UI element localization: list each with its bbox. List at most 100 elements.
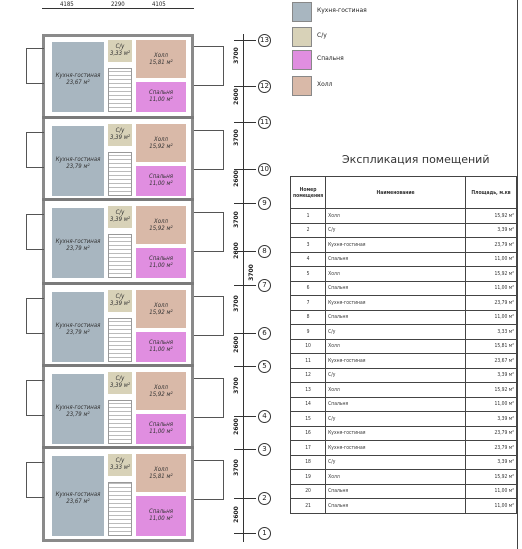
cell-num: 9: [289, 324, 327, 340]
room-area: 15,81 м²: [149, 59, 173, 66]
side-dimension: 2600: [232, 506, 240, 523]
room-area: 23,79 м²: [66, 411, 90, 418]
room-area: 15,92 м²: [149, 309, 173, 316]
axis-marker: 4: [258, 410, 271, 423]
bedroom: Спальня 11,00 м²: [136, 166, 186, 196]
table-row: 7 Кухня-гостиная 23,79 м²: [289, 295, 517, 311]
table-row: 20 Спальня 11,00 м²: [289, 483, 517, 499]
axis-marker: 10: [258, 163, 271, 176]
kitchen-living-room: Кухня-гостиная 23,79 м²: [52, 374, 104, 444]
cell-num: 15: [289, 411, 327, 427]
axis-line: [234, 498, 256, 499]
cell-name: Кухня-гостиная: [325, 295, 467, 311]
explication-title: Экспликация помещений: [342, 153, 490, 166]
balcony: [194, 212, 224, 252]
room-area: 3,39 м²: [110, 382, 130, 389]
cell-name: С/у: [325, 222, 467, 238]
cell-num: 17: [289, 440, 327, 456]
axis-marker: 7: [258, 279, 271, 292]
bedroom: Спальня 11,00 м²: [136, 248, 186, 278]
cell-name: С/у: [325, 411, 467, 427]
axis-line: [234, 40, 256, 41]
cell-num: 11: [289, 353, 327, 369]
side-dimension: 3700: [247, 264, 255, 281]
axis-marker: 13: [258, 34, 271, 47]
staircase: [108, 68, 132, 112]
balcony: [194, 296, 224, 336]
axis-line: [234, 122, 256, 123]
cell-area: 15,92 м²: [465, 382, 517, 398]
axis-line: [234, 86, 256, 87]
top-dimension-line: [42, 8, 194, 9]
bathroom: С/у 3,39 м²: [108, 372, 132, 394]
explication-border-line: [517, 0, 518, 549]
room-area: 15,92 м²: [149, 225, 173, 232]
cell-area: 23,79 м²: [465, 425, 517, 441]
room-name: Спальня: [148, 508, 174, 515]
room-name: Холл: [154, 136, 168, 143]
room-name: Холл: [154, 52, 168, 59]
cell-name: Спальня: [325, 498, 467, 514]
room-area: 11,00 м²: [149, 428, 173, 435]
room-name: С/у: [115, 375, 125, 382]
balcony: [194, 46, 224, 86]
axis-marker: 9: [258, 197, 271, 210]
cell-area: 15,92 м²: [465, 469, 517, 485]
cell-name: Спальня: [325, 396, 467, 412]
axis-line: [234, 449, 256, 450]
party-wall: [42, 198, 194, 201]
room-area: 15,81 м²: [149, 473, 173, 480]
hall: Холл 15,81 м²: [136, 40, 186, 78]
axis-line: [234, 533, 256, 534]
cell-num: 10: [289, 338, 327, 354]
cell-name: Кухня-гостиная: [325, 425, 467, 441]
cell-num: 12: [289, 367, 327, 383]
table-row: 17 Кухня-гостиная 23,79 м²: [289, 440, 517, 456]
col-dim-1: 4185: [60, 1, 74, 8]
side-dimension: 3700: [232, 377, 240, 394]
room-area: 23,79 м²: [66, 245, 90, 252]
cell-area: 3,39 м²: [465, 454, 517, 470]
legend-label: Кухня-гостиная: [317, 7, 367, 14]
cell-num: 4: [289, 251, 327, 267]
col-dim-2: 2290: [111, 1, 125, 8]
hall: Холл 15,81 м²: [136, 454, 186, 492]
cell-area: 23,79 м²: [465, 237, 517, 253]
balcony: [26, 462, 44, 498]
col-dim-3: 4105: [152, 1, 166, 8]
axis-line: [234, 251, 256, 252]
cell-name: С/у: [325, 454, 467, 470]
cell-area: 11,00 м²: [465, 280, 517, 296]
room-area: 3,39 м²: [110, 134, 130, 141]
balcony: [26, 380, 44, 416]
building-outline: [42, 34, 194, 542]
cell-area: 3,33 м²: [465, 324, 517, 340]
legend-label: С/у: [317, 32, 327, 39]
cell-area: 15,92 м²: [465, 208, 517, 224]
staircase: [108, 482, 132, 536]
kitchen-living-room: Кухня-гостиная 23,79 м²: [52, 208, 104, 278]
axis-line: [234, 203, 256, 204]
cell-name: Спальня: [325, 251, 467, 267]
table-row: 9 С/у 3,33 м²: [289, 324, 517, 340]
header-num: Номер помещения: [289, 176, 327, 209]
side-dimension: 2600: [232, 336, 240, 353]
room-name: Спальня: [148, 339, 174, 346]
room-name: Спальня: [148, 89, 174, 96]
room-name: Спальня: [148, 173, 174, 180]
cell-area: 23,67 м²: [465, 353, 517, 369]
room-area: 3,33 м²: [110, 464, 130, 471]
room-area: 3,39 м²: [110, 300, 130, 307]
cell-area: 3,39 м²: [465, 411, 517, 427]
cell-num: 3: [289, 237, 327, 253]
axis-marker: 3: [258, 443, 271, 456]
room-name: Холл: [154, 218, 168, 225]
legend-swatch: [292, 27, 312, 47]
bathroom: С/у 3,39 м²: [108, 206, 132, 228]
side-dimension: 3700: [232, 47, 240, 64]
room-name: Кухня-гостиная: [55, 72, 101, 79]
cell-area: 11,00 м²: [465, 483, 517, 499]
table-row: 13 Холл 15,92 м²: [289, 382, 517, 398]
room-name: С/у: [115, 457, 125, 464]
cell-num: 5: [289, 266, 327, 282]
